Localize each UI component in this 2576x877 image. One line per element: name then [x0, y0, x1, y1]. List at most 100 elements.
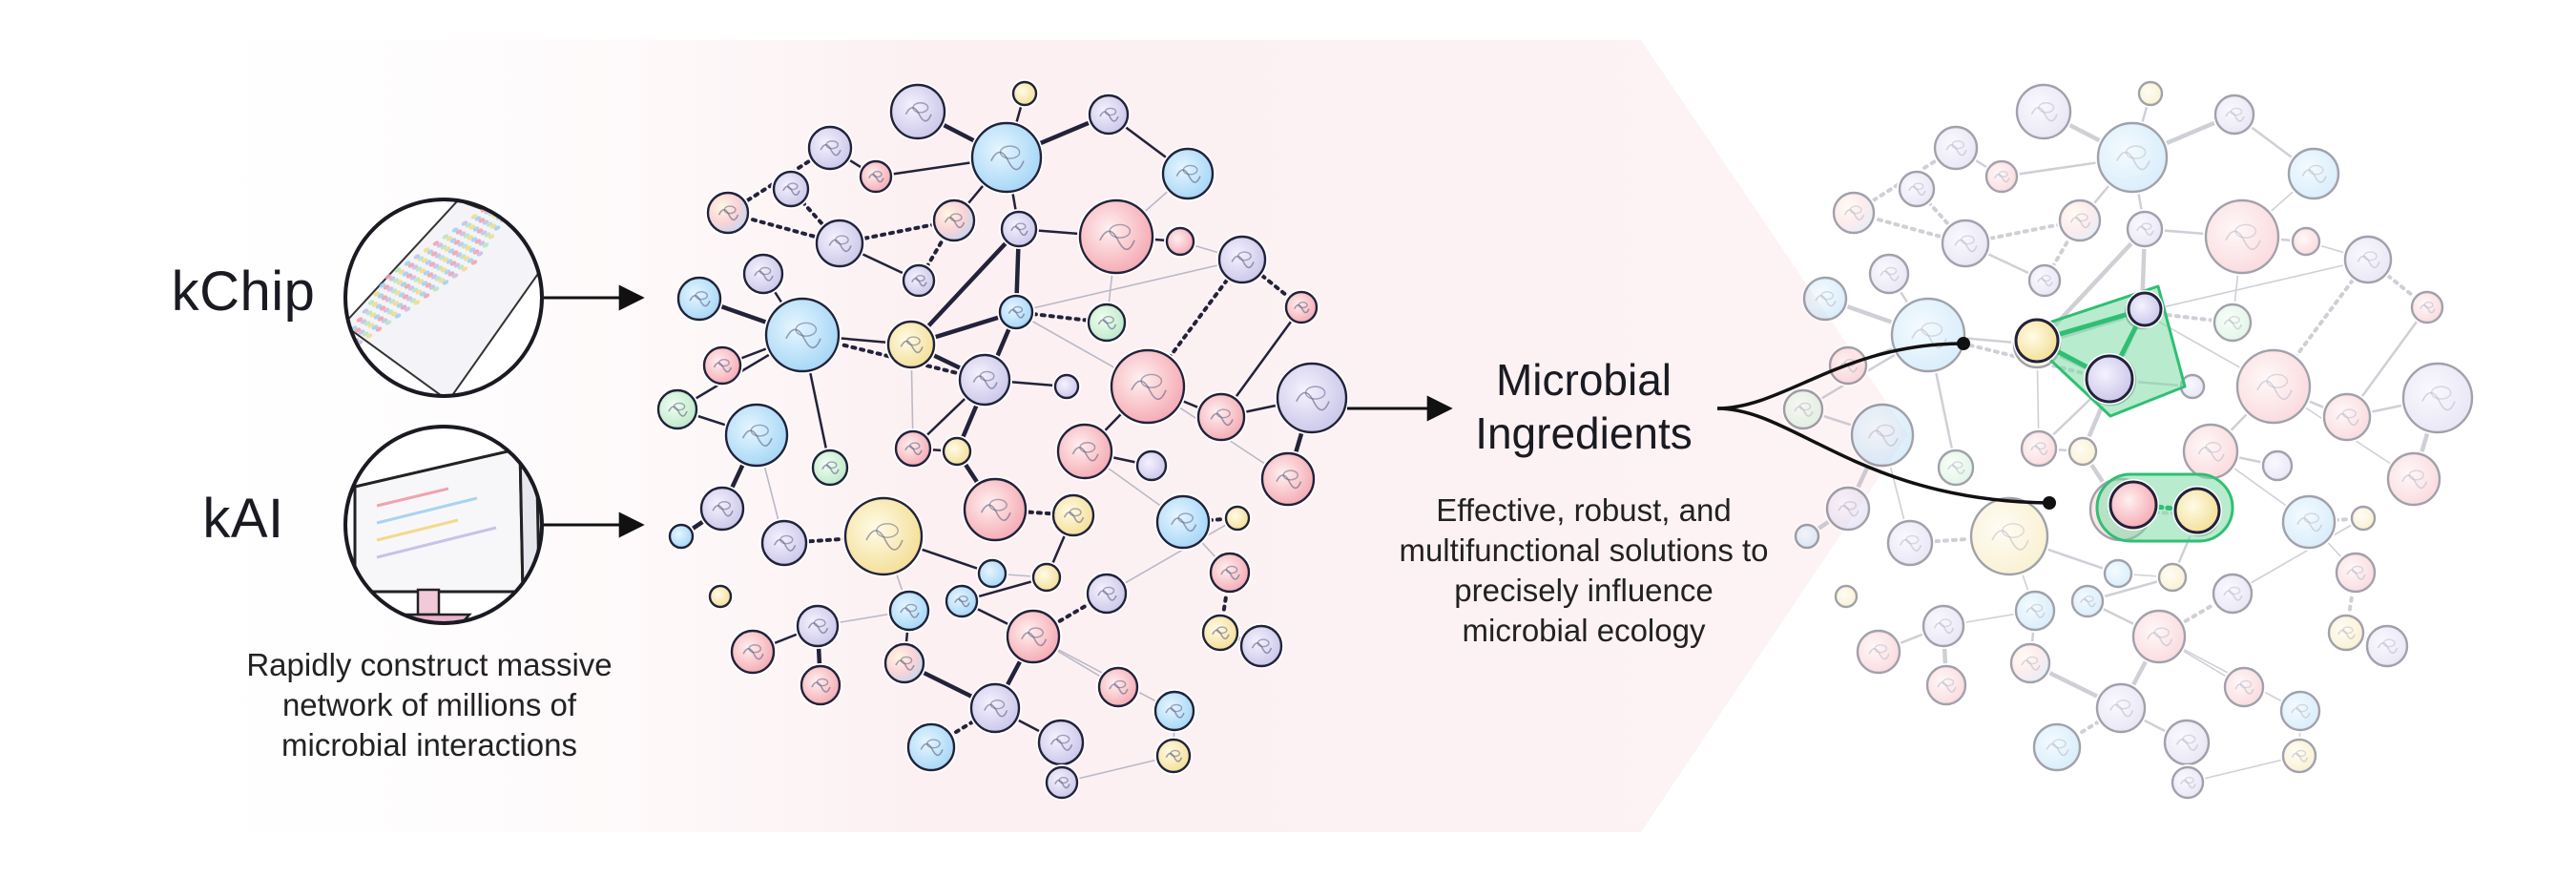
microbe-node-icon — [795, 603, 841, 649]
microbe-node-icon — [655, 387, 699, 431]
microbe-node-icon — [1897, 169, 1937, 209]
microbe-node-icon — [2364, 623, 2410, 669]
microbe-node-icon — [2212, 93, 2256, 136]
microbe-node-icon — [1085, 572, 1129, 616]
microbe-node-icon — [1824, 485, 1872, 532]
microbe-node-icon — [1259, 450, 1317, 508]
microbe-node-icon — [1216, 234, 1268, 285]
microbe-node-icon — [2334, 551, 2378, 595]
microbe-node-icon — [2278, 689, 2322, 733]
network-edge — [2232, 517, 2364, 595]
microbe-node-icon — [2286, 146, 2341, 201]
faded-network — [1781, 79, 2475, 801]
center-caption-line: multifunctional solutions to — [1399, 532, 1769, 568]
microbe-node-icon — [1936, 448, 1976, 488]
microbe-node-icon — [1109, 347, 1187, 426]
left-caption: Rapidly construct massive network of mil… — [219, 645, 639, 765]
microbe-node-icon — [2013, 589, 2057, 633]
microbe-node-icon — [2409, 289, 2445, 325]
network-edge — [2187, 755, 2300, 783]
microbe-node-icon — [1050, 492, 1096, 538]
microbe-node-icon — [1781, 387, 1825, 431]
microbe-node-icon — [1086, 302, 1128, 344]
microbe-node-icon — [2136, 79, 2165, 108]
microbe-node-icon — [806, 124, 854, 172]
microbe-node-icon — [997, 293, 1035, 331]
microbe-node-icon — [931, 198, 977, 243]
microbe-node-icon — [2162, 718, 2212, 767]
microbe-node-icon — [1087, 93, 1131, 136]
microbe-node-icon — [2014, 82, 2073, 141]
left-caption-line: Rapidly construct massive — [246, 647, 613, 682]
microbe-node-icon — [2026, 262, 2063, 299]
microbe-node-icon — [1134, 449, 1169, 483]
microbe-node-icon — [1793, 522, 1821, 551]
connector-top — [1716, 342, 1964, 410]
network-edge — [1106, 517, 1238, 595]
microbe-node-icon — [1885, 518, 1935, 568]
microbe-node-icon — [1164, 225, 1196, 258]
microbe-node-icon — [701, 345, 743, 386]
microbe-node-icon — [2280, 737, 2318, 775]
microbe-node-icon — [2203, 198, 2281, 276]
microbe-node-icon — [698, 485, 746, 532]
microbe-node-icon — [1867, 252, 1911, 296]
microbe-node-icon — [2094, 681, 2148, 735]
highlighted-microbe-node — [2172, 486, 2222, 535]
highlighted-microbe-node — [2013, 317, 2061, 365]
microbe-node-icon — [1154, 493, 1212, 551]
microbe-node-icon — [962, 476, 1028, 543]
microbe-node-icon — [2170, 764, 2206, 801]
microbe-node-icon — [2321, 391, 2373, 443]
microbe-node-icon — [1831, 190, 1877, 236]
microbe-node-icon — [2342, 234, 2394, 285]
microbe-node-icon — [2019, 428, 2059, 469]
microbe-node-icon — [1077, 198, 1155, 276]
microbe-node-icon — [976, 557, 1008, 590]
center-caption-line: microbial ecology — [1462, 613, 1706, 648]
microbe-node-icon — [883, 641, 926, 685]
microbe-node-icon — [2008, 641, 2052, 685]
microbe-node-icon — [2178, 372, 2207, 401]
microbe-node-icon — [705, 190, 751, 236]
microbe-node-icon — [1154, 737, 1193, 775]
microbe-node-icon — [1968, 495, 2050, 577]
connector-dot-bottom — [2043, 496, 2056, 510]
microbe-node-icon — [2031, 721, 2083, 773]
microbe-node-icon — [968, 681, 1022, 735]
microbe-node-icon — [2102, 557, 2134, 590]
center-caption: Effective, robust, and multifunctional s… — [1364, 491, 1803, 651]
background-band — [114, 40, 1908, 832]
microbe-node-icon — [810, 448, 850, 488]
center-title: Microbial Ingredients — [1431, 353, 1736, 460]
microbe-node-icon — [1036, 718, 1086, 767]
network-edge — [908, 226, 1022, 347]
microbe-node-icon — [858, 158, 894, 195]
highlight-nodes — [2013, 290, 2222, 535]
microbe-node-icon — [1030, 561, 1063, 594]
microbe-node-icon — [2260, 449, 2295, 483]
microbe-node-icon — [2280, 493, 2337, 551]
microbe-node-icon — [2234, 347, 2313, 426]
microbe-node-icon — [741, 252, 785, 296]
microbe-node-icon — [2349, 504, 2378, 532]
microbe-node-icon — [1283, 289, 1319, 325]
center-title-line: Microbial — [1495, 355, 1672, 405]
microbe-node-icon — [2222, 665, 2266, 709]
microbe-node-icon — [1984, 158, 2020, 195]
microbe-node-icon — [944, 583, 980, 619]
microbe-node-icon — [1153, 689, 1196, 733]
microbe-node-icon — [1052, 372, 1081, 401]
center-caption-line: precisely influence — [1454, 573, 1714, 608]
microbe-node-icon — [2326, 613, 2366, 653]
microbe-node-icon — [1849, 402, 1916, 469]
microbe-node-icon — [2212, 302, 2254, 344]
label-kai: kAI — [202, 488, 284, 550]
microbe-node-icon — [893, 428, 933, 469]
microbe-node-icon — [2057, 198, 2103, 243]
microbe-node-icon — [1195, 391, 1247, 443]
highlighted-microbe-node — [2108, 479, 2159, 531]
microbe-node-icon — [2211, 572, 2254, 616]
microbe-node-icon — [2181, 422, 2240, 481]
